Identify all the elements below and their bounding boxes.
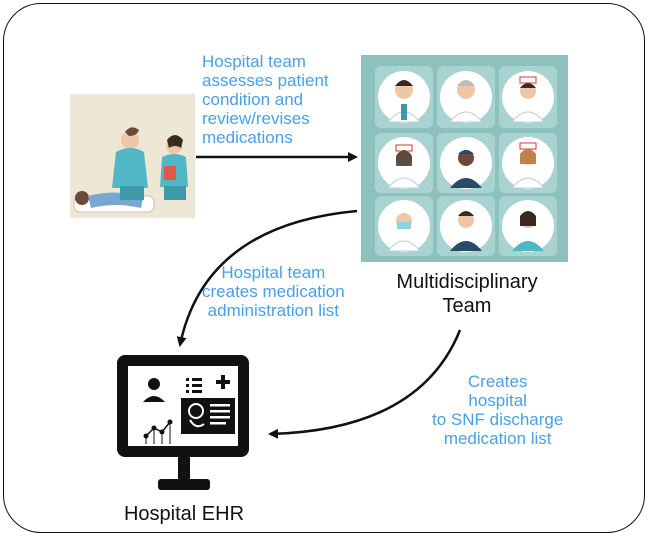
team-label: Multidisciplinary Team <box>396 271 538 317</box>
ehr-label: Hospital EHR <box>123 503 245 525</box>
doctor-grid-illustration <box>361 55 568 262</box>
monitor-ehr-icon <box>117 355 249 490</box>
arrow-to-ehr-right <box>268 329 462 439</box>
assess-label: Hospital team assesses patient condition… <box>202 52 329 147</box>
arrow-to-ehr-left <box>176 209 358 347</box>
admin-list-label: Hospital team creates medication adminis… <box>202 263 345 320</box>
care-scene-illustration <box>70 94 195 218</box>
discharge-label: Creates hospital to SNF discharge medica… <box>432 372 564 448</box>
